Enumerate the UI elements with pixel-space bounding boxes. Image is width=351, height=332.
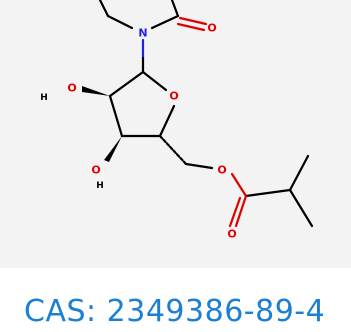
cas-label: CAS: [24,294,97,329]
atom-oxygen-hydroxyl-1: O [67,82,76,95]
bond-carbonyl-ch [244,188,292,198]
cas-number-line: CAS: 2349386-89-4 [24,292,325,332]
bond-c1-o-ring [141,70,168,92]
bond-carbonyl-top-2 [176,22,206,32]
bond-c1-c2 [108,70,145,98]
bond-ring-right [150,14,180,30]
atom-hydrogen-hydroxyl-1: H [40,93,48,103]
wedge-c2-oh [82,86,110,96]
bond-carbonyl-o-1 [234,194,248,228]
bond-carbonyl-top-1 [178,16,208,26]
cas-number: 2349386-89-4 [106,294,326,329]
bond-c5-o [184,162,214,170]
bond-ch-methyl-top [288,154,310,192]
atom-hydrogen-hydroxyl-2: H [96,181,104,191]
bond-ring-top-left [98,0,110,18]
molecule-diagram: N O O O H O H O O [40,0,314,241]
wedge-c3-oh [104,136,122,162]
atom-nitrogen: N [138,27,147,40]
atom-oxygen-ester: O [217,164,226,177]
bond-o-carbonyl [230,172,248,198]
atom-oxygen-ring: O [169,90,178,103]
bond-c4-c5 [158,134,188,166]
atom-oxygen-carbonyl-top: O [207,22,216,35]
atom-oxygen-hydroxyl-2: O [91,164,100,177]
bond-c4-o-ring [158,104,176,138]
bond-carbonyl-o-2 [228,196,242,228]
bond-ring-top-right [170,0,180,18]
bond-c2-c3 [108,94,124,138]
structure-panel: N O O O H O H O O [0,0,351,268]
bond-ring-left [106,14,134,30]
bond-ch-methyl-bottom [288,188,314,228]
atom-oxygen-carbonyl-bottom: O [227,228,236,241]
